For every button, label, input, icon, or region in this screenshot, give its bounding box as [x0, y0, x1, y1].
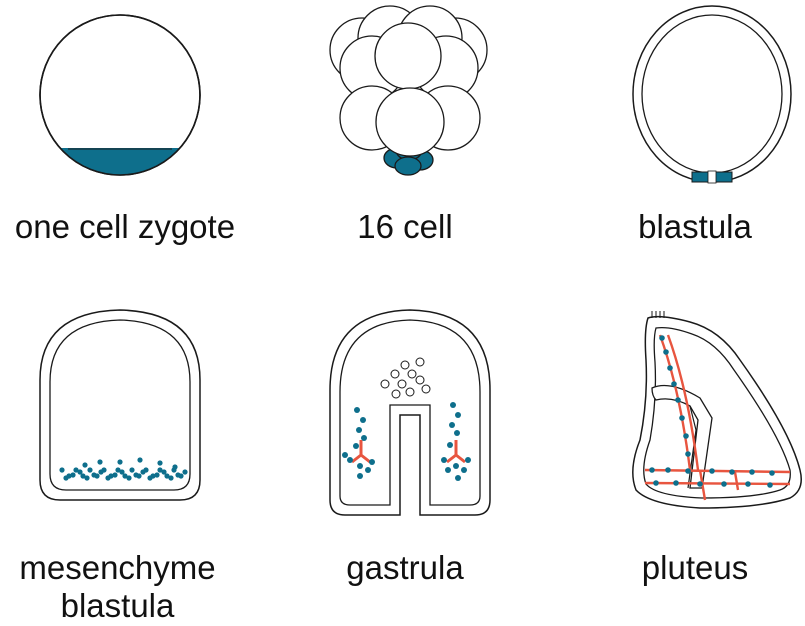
micromere	[395, 157, 421, 175]
cell-dot	[667, 365, 673, 371]
cell-dot	[112, 472, 117, 477]
cell-dot	[82, 462, 87, 467]
stage-label-zygote: one cell zygote	[0, 207, 250, 247]
mesomere	[375, 23, 441, 89]
gastrula-figure	[330, 310, 490, 515]
cell-dot	[94, 473, 99, 478]
cell-dot	[143, 467, 148, 472]
cell-dot	[697, 481, 703, 487]
cell-dot	[461, 467, 467, 473]
cell-dot	[137, 457, 142, 462]
zygote-vegetal-region	[30, 148, 210, 188]
cell-dot	[673, 480, 679, 486]
cell-dot	[357, 473, 363, 479]
cell-dot	[168, 475, 173, 480]
zygote-figure	[30, 15, 210, 188]
cell-dot	[453, 463, 459, 469]
cell-dot	[347, 457, 353, 463]
cell-dot	[649, 467, 655, 473]
cell-dot	[182, 469, 187, 474]
cell-dot	[450, 402, 456, 408]
cell-dot	[721, 481, 727, 487]
cell-dot	[441, 457, 447, 463]
blastula-inner-wall	[642, 15, 782, 173]
stage-label-gastrula: gastrula	[290, 548, 520, 588]
pluteus-figure	[633, 311, 801, 508]
cell-dot	[356, 427, 362, 433]
cell-dot	[465, 457, 471, 463]
cell-dot	[87, 467, 92, 472]
cell-dot	[767, 482, 773, 488]
stage-label-pluteus: pluteus	[580, 548, 805, 588]
cell-dot	[59, 467, 64, 472]
cell-dot	[653, 480, 659, 486]
cell-dot	[70, 472, 75, 477]
cell-dot	[665, 467, 671, 473]
cell-dot	[769, 470, 775, 476]
macromere	[376, 88, 444, 156]
cell-dot	[675, 397, 681, 403]
cell-dot	[729, 469, 735, 475]
cell-dot	[683, 433, 689, 439]
cell-dot	[709, 468, 715, 474]
cell-dot	[157, 460, 162, 465]
cell-dot	[126, 475, 131, 480]
stage-label-mesenchyme-line1: mesenchyme	[0, 548, 235, 588]
cell-dot	[445, 467, 451, 473]
cell-dot	[671, 381, 677, 387]
cell-dot	[357, 463, 363, 469]
cell-dot	[447, 442, 453, 448]
cell-dot	[745, 481, 751, 487]
cell-dot	[97, 459, 102, 464]
cell-dot	[136, 473, 141, 478]
blastula-figure	[633, 6, 791, 183]
cell-dot	[659, 335, 665, 341]
cell-dot	[685, 451, 691, 457]
stage-label-mesenchyme-line2: blastula	[0, 586, 235, 626]
cell-dot	[117, 459, 122, 464]
cell-dot	[342, 452, 348, 458]
cell-dot	[154, 472, 159, 477]
cell-dot	[101, 467, 106, 472]
cell-dot	[172, 464, 177, 469]
cell-dot	[749, 469, 755, 475]
cell-dot	[455, 475, 461, 481]
cell-dot	[354, 407, 360, 413]
stage-label-blastula: blastula	[580, 207, 805, 247]
cell-dot	[455, 412, 461, 418]
cell-dot	[84, 475, 89, 480]
mesenchyme-blastula-figure	[40, 310, 200, 500]
cell-dot	[361, 435, 367, 441]
cell-dot	[360, 417, 366, 423]
cell-dot	[353, 443, 359, 449]
cell-dot	[129, 467, 134, 472]
cell-dot	[178, 473, 183, 478]
cell-dot	[449, 422, 455, 428]
sixteen-cell-figure	[330, 6, 487, 175]
cell-dot	[369, 459, 375, 465]
cell-dot	[454, 430, 460, 436]
cell-dot	[679, 415, 685, 421]
cell-dot	[663, 349, 669, 355]
stage-label-16-cell: 16 cell	[280, 207, 530, 247]
cell-dot	[685, 468, 691, 474]
cell-dot	[365, 467, 371, 473]
